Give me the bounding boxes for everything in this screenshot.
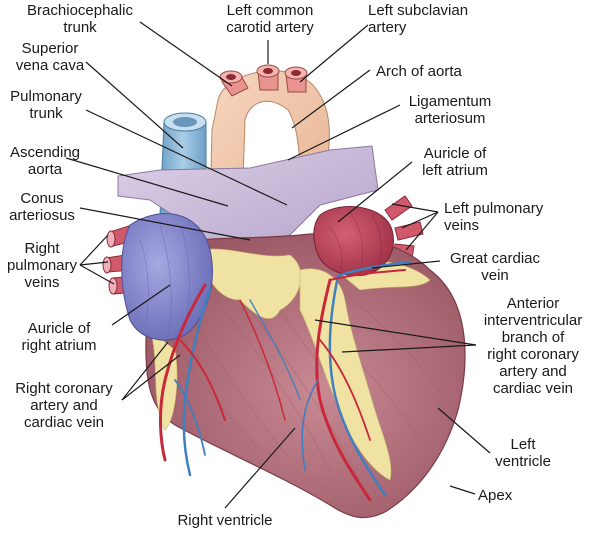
label-line: interventricular	[483, 312, 583, 329]
label-line: aorta	[27, 161, 63, 178]
leader-anterior-2	[341, 344, 477, 353]
label-line: artery and	[499, 363, 567, 380]
label-line: Arch of aorta	[376, 63, 462, 80]
leader-auricle-right-atrium	[111, 284, 171, 326]
leader-left-pulm-2	[401, 211, 439, 229]
label-auricle-left-atrium: Auricle of left atrium	[405, 145, 505, 179]
leader-right-coronary-1	[121, 341, 169, 401]
label-left-pulmonary-veins: Left pulmonary veins	[444, 200, 584, 234]
label-line: Auricle of	[27, 320, 91, 337]
label-line: Left pulmonary	[444, 200, 544, 217]
label-apex: Apex	[478, 487, 538, 504]
label-line: Right ventricle	[177, 512, 273, 529]
label-line: right coronary	[487, 346, 579, 363]
label-line: Ligamentum	[408, 93, 492, 110]
leader-auricle-left-atrium	[337, 161, 413, 223]
pulmonary-trunk-shape	[117, 145, 379, 261]
leader-right-ventricle	[224, 427, 296, 509]
leader-right-pulm-3	[79, 264, 115, 285]
label-line: veins	[24, 274, 60, 291]
label-line: carotid artery	[226, 19, 314, 36]
leader-left-pulm-1	[391, 203, 439, 213]
label-line: vena cava	[15, 57, 85, 74]
label-line: Right coronary	[15, 380, 113, 397]
label-line: left atrium	[422, 162, 488, 179]
label-brachiocephalic-trunk: Brachiocephalic trunk	[0, 2, 160, 36]
label-line: Brachiocephalic	[27, 2, 133, 19]
label-anterior-interventricular: Anterior interventricular branch of righ…	[477, 295, 589, 397]
label-line: pulmonary	[6, 257, 78, 274]
label-right-coronary: Right coronary artery and cardiac vein	[0, 380, 128, 431]
label-line: cardiac vein	[492, 380, 574, 397]
leader-right-coronary-2	[121, 354, 181, 401]
leader-lines	[65, 21, 491, 509]
label-line: Great cardiac	[449, 250, 541, 267]
label-arch-of-aorta: Arch of aorta	[376, 63, 516, 80]
leader-brachiocephalic	[139, 21, 233, 87]
label-pulmonary-trunk: Pulmonary trunk	[0, 88, 92, 122]
leader-left-pulm-3	[405, 211, 439, 251]
label-line: cardiac vein	[23, 414, 105, 431]
leader-ligamentum-arteriosum	[287, 104, 401, 161]
label-line: arteriosum	[414, 110, 486, 127]
label-line: trunk	[63, 19, 97, 36]
label-line: Pulmonary	[10, 88, 82, 105]
label-right-pulmonary-veins: Right pulmonary veins	[0, 240, 84, 291]
label-line: Anterior	[506, 295, 560, 312]
label-line: Auricle of	[423, 145, 487, 162]
leader-right-pulm-1	[79, 234, 109, 266]
leader-anterior-1	[314, 319, 477, 346]
label-line: Conus	[20, 190, 64, 207]
label-great-cardiac-vein: Great cardiac vein	[440, 250, 550, 284]
right-atrium-shape	[121, 213, 213, 341]
label-line: vein	[481, 267, 509, 284]
label-line: artery and	[30, 397, 98, 414]
leader-apex	[449, 485, 476, 495]
leader-superior-vena-cava	[85, 61, 184, 149]
leader-conus-arteriosus	[79, 207, 251, 241]
label-line: ventricle	[495, 453, 551, 470]
label-line: artery	[368, 19, 407, 36]
label-line: Left subclavian	[368, 2, 469, 19]
label-conus-arteriosus: Conus arteriosus	[0, 190, 84, 224]
label-line: Left common	[226, 2, 314, 19]
leader-left-subclavian	[299, 24, 369, 83]
leader-arch-of-aorta	[291, 69, 371, 129]
label-line: Superior	[21, 40, 79, 57]
label-line: branch of	[501, 329, 565, 346]
label-line: trunk	[29, 105, 63, 122]
label-line: Right	[24, 240, 60, 257]
label-line: Apex	[478, 487, 513, 504]
label-ascending-aorta: Ascending aorta	[0, 144, 90, 178]
label-superior-vena-cava: Superior vena cava	[5, 40, 95, 74]
leader-left-ventricle	[437, 407, 491, 454]
label-line: Left	[510, 436, 536, 453]
label-line: veins	[444, 217, 480, 234]
leader-great-cardiac-vein	[371, 260, 441, 269]
leader-ascending-aorta	[65, 157, 229, 207]
label-ligamentum-arteriosum: Ligamentum arteriosum	[395, 93, 505, 127]
leader-pulmonary-trunk	[85, 109, 288, 206]
label-right-ventricle: Right ventricle	[145, 512, 305, 529]
label-left-ventricle: Left ventricle	[488, 436, 558, 470]
label-line: arteriosus	[9, 207, 75, 224]
label-line: Ascending	[9, 144, 81, 161]
label-line: right atrium	[21, 337, 97, 354]
leader-right-pulm-2	[79, 261, 109, 266]
coronary-vessels-shape	[159, 260, 412, 502]
label-auricle-right-atrium: Auricle of right atrium	[5, 320, 113, 354]
label-left-common-carotid: Left common carotid artery	[205, 2, 335, 36]
label-left-subclavian: Left subclavian artery	[368, 2, 508, 36]
